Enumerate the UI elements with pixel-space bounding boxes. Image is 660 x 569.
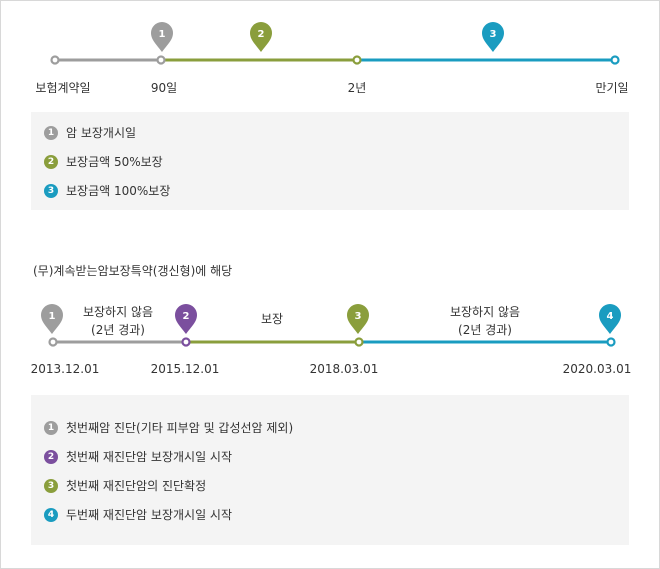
timeline-1-legend-box: 1 암 보장개시일 2 보장금액 50%보장 3 보장금액 100%보장 (31, 112, 629, 210)
timeline-2-date-2: 2015.12.01 (150, 362, 220, 376)
timeline-2-pin-1: 1 (41, 304, 63, 334)
timeline-2-pin-3: 3 (347, 304, 369, 334)
phase-label: 보장 (260, 312, 284, 326)
timeline-2-node-1 (48, 337, 58, 347)
phase-not-covered-2: 보장하지 않음 (2년 경과) (450, 303, 520, 339)
legend-text: 첫번째 재진단암의 진단확정 (66, 479, 207, 493)
number-badge-icon: 1 (44, 420, 58, 435)
timeline-1-pin-3: 3 (482, 22, 504, 52)
timeline-2-date-1: 2013.12.01 (30, 362, 100, 376)
timeline-1-node-90days (156, 55, 166, 65)
timeline-2-diagram: 1 2 3 4 (41, 304, 621, 347)
timeline-1-label-end: 만기일 (595, 81, 629, 95)
pin-number: 2 (258, 29, 265, 40)
timeline-2-node-2 (181, 337, 191, 347)
pin-number: 3 (490, 29, 497, 40)
timeline-1-node-end (610, 55, 620, 65)
timeline-1-label-start: 보험계약일 (35, 81, 91, 95)
legend-item: 3 첫번째 재진단암의 진단확정 (44, 477, 206, 494)
pin-number: 3 (355, 311, 362, 322)
timeline-1-pin-1: 1 (151, 22, 173, 52)
pin-number: 2 (183, 311, 190, 322)
map-pin-icon (151, 22, 173, 52)
timeline-1-label-2years: 2년 (347, 81, 367, 95)
timeline-1-pin-2: 2 (250, 22, 272, 52)
phase-sublabel: (2년 경과) (458, 323, 512, 337)
legend-text: 첫번째암 진단(기타 피부암 및 갑성선암 제외) (66, 421, 294, 435)
map-pin-icon (599, 304, 621, 334)
timeline-2-node-3 (354, 337, 364, 347)
map-pin-icon (347, 304, 369, 334)
pin-number: 1 (49, 311, 56, 322)
number-badge-icon: 1 (44, 125, 58, 140)
timeline-2-date-4: 2020.03.01 (562, 362, 632, 376)
pin-number: 4 (607, 311, 614, 322)
timeline-2-pin-2: 2 (175, 304, 197, 334)
phase-covered: 보장 (261, 310, 283, 328)
map-pin-icon (250, 22, 272, 52)
number-badge-icon: 4 (44, 507, 58, 522)
timeline-2-node-4 (606, 337, 616, 347)
phase-label: 보장하지 않음 (82, 305, 154, 319)
number-badge-icon: 3 (44, 183, 58, 198)
legend-item: 1 암 보장개시일 (44, 124, 136, 141)
number-badge-icon: 2 (44, 154, 58, 169)
legend-item: 2 첫번째 재진단암 보장개시일 시작 (44, 448, 232, 465)
timeline-2-date-3: 2018.03.01 (309, 362, 379, 376)
legend-text: 첫번째 재진단암 보장개시일 시작 (66, 450, 233, 464)
legend-item: 2 보장금액 50%보장 (44, 153, 163, 170)
timeline-1-node-start (50, 55, 60, 65)
timeline-1-diagram: 1 2 3 (50, 22, 620, 65)
map-pin-icon (482, 22, 504, 52)
phase-label: 보장하지 않음 (449, 305, 521, 319)
phase-sublabel: (2년 경과) (91, 323, 145, 337)
timeline-1-node-2years (352, 55, 362, 65)
legend-text: 두번째 재진단암 보장개시일 시작 (66, 508, 233, 522)
section-2-title: (무)계속받는암보장특약(갱신형)에 해당 (33, 264, 233, 278)
pin-number: 1 (159, 29, 166, 40)
legend-item: 4 두번째 재진단암 보장개시일 시작 (44, 506, 232, 523)
timeline-2-legend-box: 1 첫번째암 진단(기타 피부암 및 갑성선암 제외) 2 첫번째 재진단암 보… (31, 395, 629, 545)
legend-text: 보장금액 50%보장 (66, 155, 163, 169)
legend-text: 보장금액 100%보장 (66, 184, 171, 198)
legend-text: 암 보장개시일 (66, 126, 137, 140)
map-pin-icon (175, 304, 197, 334)
timeline-2-pin-4: 4 (599, 304, 621, 334)
timeline-1-label-90days: 90일 (150, 81, 178, 95)
phase-not-covered-1: 보장하지 않음 (2년 경과) (83, 303, 153, 339)
legend-item: 3 보장금액 100%보장 (44, 182, 170, 199)
number-badge-icon: 3 (44, 478, 58, 493)
legend-item: 1 첫번째암 진단(기타 피부암 및 갑성선암 제외) (44, 419, 293, 436)
map-pin-icon (41, 304, 63, 334)
number-badge-icon: 2 (44, 449, 58, 464)
